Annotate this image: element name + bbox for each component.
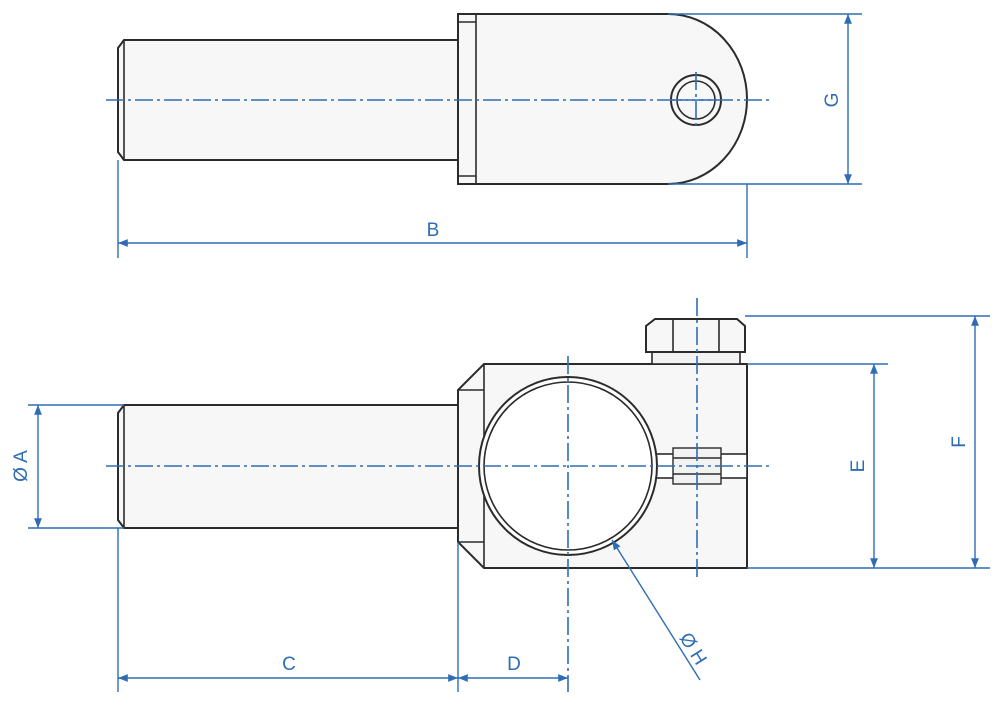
dimension-d: D <box>458 654 568 682</box>
label-b: B <box>427 220 440 241</box>
dimension-b: B <box>117 160 748 258</box>
label-c: C <box>282 654 296 675</box>
dimension-g: G <box>668 13 862 185</box>
front-view: Ø A C D E F Ø H <box>11 298 990 692</box>
label-g: G <box>822 93 843 108</box>
label-a: Ø A <box>11 450 32 482</box>
label-f: F <box>949 436 970 448</box>
dimension-a: Ø A <box>11 404 124 529</box>
dimension-e: E <box>747 363 990 569</box>
dimension-c: C <box>117 528 459 692</box>
top-clevis-head <box>457 13 748 185</box>
top-view: G B <box>106 13 862 258</box>
label-d: D <box>507 654 521 675</box>
label-e: E <box>848 460 869 473</box>
dimension-f: F <box>745 315 990 568</box>
hex-nut <box>645 318 746 365</box>
